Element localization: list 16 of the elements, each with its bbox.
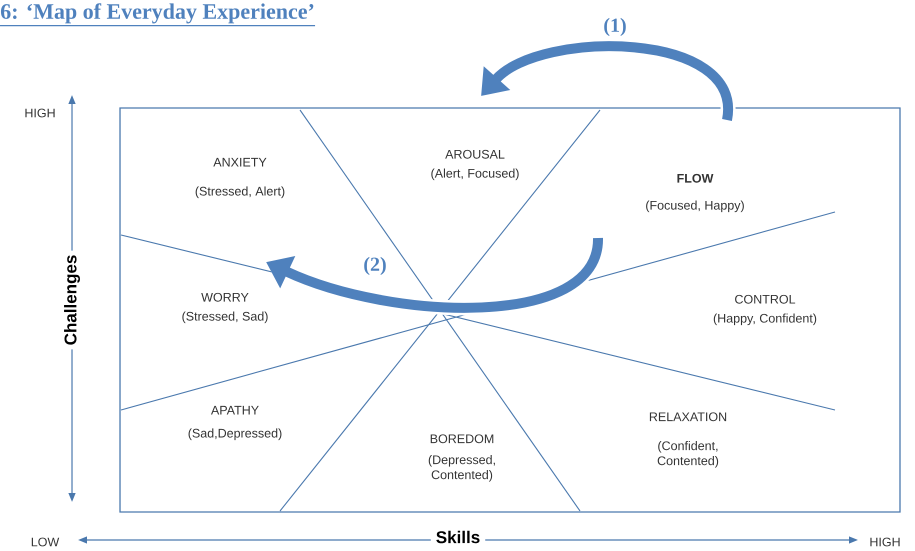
sector-label: FLOW (Focused, Happy)	[646, 174, 744, 212]
sector-label: BOREDOM (Depressed, Contented)	[428, 434, 495, 482]
sector-label: WORRY (Stressed, Sad)	[182, 292, 268, 324]
axis-label: HIGH	[867, 536, 903, 548]
title: 6: ‘Map of Everyday Experience’	[0, 3, 316, 26]
sector-label: ANXIETY (Stressed, Alert)	[196, 158, 284, 198]
sector-label: APATHY (Sad,Depressed)	[188, 406, 282, 440]
axis-title: Skills	[430, 526, 486, 548]
sector-label: AROUSAL (Alert, Focused)	[431, 150, 519, 180]
axis-label: LOW	[28, 536, 62, 548]
sector-label: CONTROL (Happy, Confident)	[714, 294, 816, 326]
sector-label: RELAXATION (Confident, Contented)	[650, 412, 726, 468]
step-number: (1)	[604, 18, 626, 36]
axis-label: HIGH	[22, 106, 58, 120]
axis-title: Challenges	[60, 250, 84, 350]
step-number: (2)	[364, 256, 386, 276]
